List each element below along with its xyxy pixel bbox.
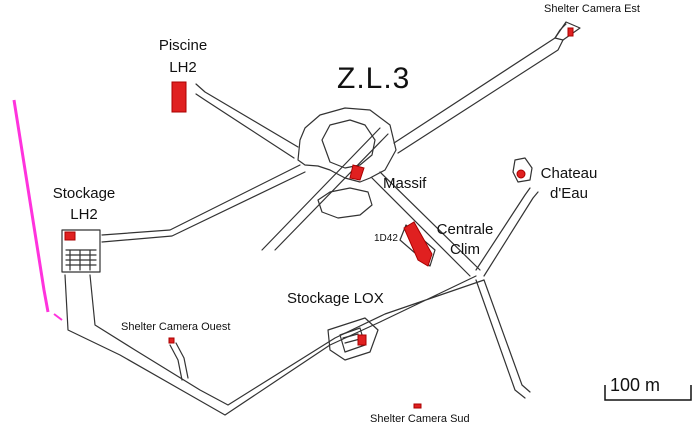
label-shelter-camera-ouest: Shelter Camera Ouest [121,321,231,333]
label-chateau: Chateau [540,165,598,182]
label-shelter-camera-sud: Shelter Camera Sud [370,413,470,425]
road-lh2-south [64,274,485,416]
label-deau: d'Eau [550,185,588,202]
chateau-eau-tank [516,169,526,179]
label-piscine-lh2: LH2 [169,59,197,76]
road-to-piscine [195,83,299,159]
centrale-clim-building [403,221,433,267]
scale-bar-label: 100 m [610,375,661,395]
shelter-est-marker [567,27,574,37]
label-centrale: Centrale [436,221,494,238]
shelter-sud-marker [413,403,422,409]
road-chateau [475,187,539,277]
zl3-inner-ring [321,119,376,169]
road-shelter-sud [475,279,531,399]
zl3-launch-rail [261,127,389,251]
site-boundary-line [12,99,50,313]
label-piscine: Piscine [158,37,208,54]
shelter-ouest-marker [168,337,175,344]
zl3-complex-outline [297,107,397,183]
piscine-lh2-building [171,81,187,113]
label-stockage-lh2: Stockage [52,185,116,202]
road-lh2-main [101,164,306,243]
road-massif [371,171,481,277]
zl3-lower-block [317,187,373,219]
label-massif: Massif [383,175,427,192]
stockage-lh2-vents [65,249,97,271]
stockage-lh2-marker [64,231,76,241]
zone-title: Z.L.3 [337,62,411,95]
chateau-pad [512,157,533,183]
road-shelter-ouest [169,342,189,381]
label-stockage-lh2-sub: LH2 [70,206,98,223]
road-to-shelter-est [393,23,567,154]
label-shelter-camera-est: Shelter Camera Est [544,3,640,15]
stockage-lox-marker [357,334,367,346]
stockage-lox-compound [327,317,379,361]
stockage-lh2-building [61,229,101,273]
label-clim: Clim [450,241,480,258]
massif-building [349,164,365,181]
scale-bar [604,385,692,401]
site-boundary-tick [53,313,63,321]
label-1d42: 1D42 [374,233,398,244]
shelter-est-pad [554,21,581,41]
label-stockage-lox: Stockage LOX [287,290,384,307]
